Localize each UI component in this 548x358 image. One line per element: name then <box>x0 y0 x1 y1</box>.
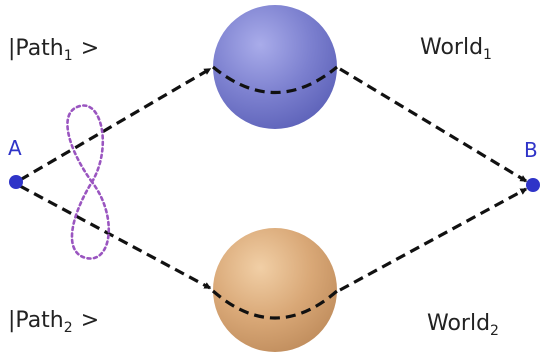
path1-subscript: 1 <box>64 48 73 64</box>
point-b-label: B <box>524 138 538 162</box>
world2-word: World <box>427 311 490 336</box>
world1-label: World1 <box>420 35 492 63</box>
world2-label: World2 <box>427 311 499 339</box>
world2-equator <box>211 289 339 320</box>
arrow-world1-to-b <box>339 67 528 183</box>
path1-label: |Path1 > <box>8 36 99 64</box>
world2-subscript: 2 <box>490 323 499 339</box>
arrow-a-to-world1 <box>19 67 212 182</box>
path2-subscript: 2 <box>64 320 73 336</box>
point-a-label: A <box>8 136 22 160</box>
path1-bar: | <box>8 36 15 61</box>
arrow-world2-to-b <box>339 187 528 292</box>
figure-eight-loop <box>66 104 111 260</box>
arrow-a-to-world2 <box>19 184 212 290</box>
path2-bar: | <box>8 308 15 333</box>
path1-word: Path <box>15 36 63 61</box>
world1-equator <box>211 65 339 94</box>
point-a-dot <box>9 175 23 189</box>
world2-sphere <box>213 228 337 352</box>
point-b-dot <box>526 178 540 192</box>
path2-word: Path <box>15 308 63 333</box>
world1-sphere <box>213 5 337 129</box>
path1-angle: > <box>81 36 99 61</box>
path2-angle: > <box>81 308 99 333</box>
path2-label: |Path2 > <box>8 308 99 336</box>
world1-word: World <box>420 35 483 60</box>
world1-subscript: 1 <box>483 47 492 63</box>
